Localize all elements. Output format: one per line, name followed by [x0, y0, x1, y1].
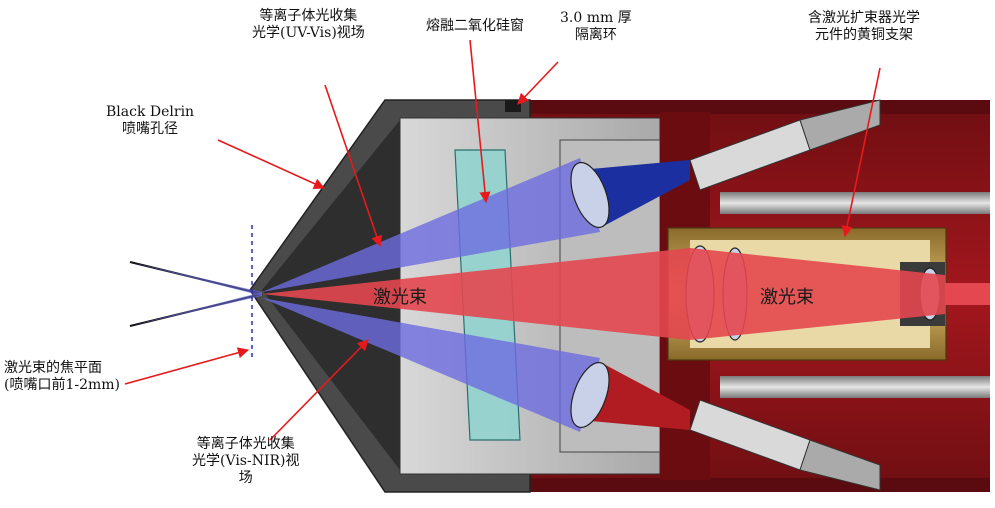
vis-nir-light-cone: [262, 298, 690, 432]
label-focal-plane: 激光束的焦平面 (喷嘴口前1-2mm): [4, 360, 121, 393]
label-uv-vis-collection: 等离子体光收集 光学(UV-Vis)视场: [252, 8, 365, 41]
annotation-arrows: [124, 39, 881, 441]
spacer-ring: [505, 100, 521, 112]
label-fused-silica-window: 熔融二氧化硅窗: [426, 18, 524, 34]
uv-vis-light-cone: [262, 158, 690, 292]
label-laser-beam-left: 激光束: [373, 287, 427, 308]
arrow-delrin: [217, 139, 326, 189]
upper-fiber-connector: [689, 99, 881, 191]
arrow-focal-plane: [124, 347, 250, 385]
arrow-spacer: [517, 61, 559, 105]
label-vis-nir-collection: 等离子体光收集 光学(Vis-NIR)视 场: [192, 436, 300, 486]
label-brass-holder: 含激光扩束器光学 元件的黄铜支架: [808, 10, 920, 43]
arrow-fused-silica: [469, 39, 491, 204]
laser-beam: [262, 248, 990, 340]
upper-guide-rod: [720, 192, 990, 214]
label-laser-beam-right: 激光束: [760, 287, 814, 308]
arrow-brass-holder: [841, 67, 881, 238]
label-delrin-nozzle: Black Delrin 喷嘴孔径: [106, 104, 195, 137]
arrow-vis-nir: [269, 339, 369, 441]
focus-ray-lines: [129, 261, 263, 327]
lower-fiber-connector: [689, 399, 881, 491]
label-spacer-ring: 3.0 mm 厚 隔离环: [560, 10, 632, 43]
arrow-uv-vis: [324, 84, 383, 248]
lower-guide-rod: [720, 376, 990, 398]
